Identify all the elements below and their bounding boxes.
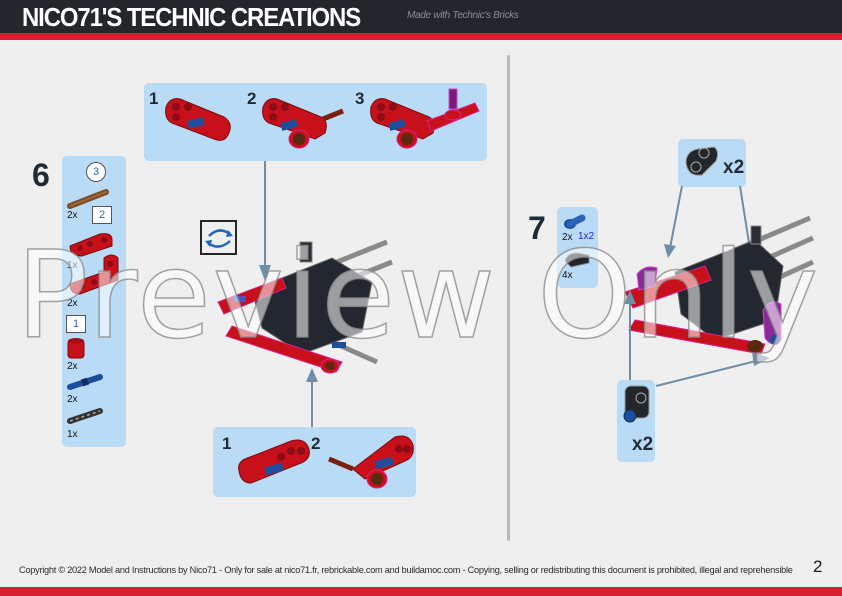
step7-callout-top: x2: [678, 139, 746, 187]
part-qty: 4x: [562, 270, 573, 281]
blue-axle-pin-icon: [67, 374, 103, 390]
part-size-label: 1x2: [578, 231, 595, 242]
step7-callout-bottom: x2: [617, 380, 655, 462]
substep-1-liftarm-icon: [238, 439, 310, 484]
brown-axle-pin-icon: [67, 189, 109, 209]
page-number: 2: [813, 557, 823, 576]
substep-number: 2: [247, 89, 257, 108]
black-axle-pin-connector-icon: [685, 146, 719, 176]
substep-number: 1: [149, 89, 159, 108]
brand-tagline: Made with Technic's Bricks: [407, 10, 519, 21]
red-liftarm-icon: [69, 233, 113, 257]
part-qty: 1x: [67, 429, 78, 440]
substep-number: 2: [311, 434, 321, 453]
page-header: NICO71'S TECHNIC CREATIONS Made with Tec…: [0, 0, 842, 33]
substep-number: 3: [355, 89, 365, 108]
step-divider: [507, 55, 510, 541]
black-pin-connector-icon: [623, 385, 650, 423]
part-count-badge: 3: [86, 162, 106, 182]
step6-parts-list: 3 2x 2 1x 2x 1 2x 2x 1x: [62, 156, 126, 447]
callout-qty: x2: [723, 157, 745, 178]
step7-parts-list: 2x 1x2 4x: [557, 207, 598, 288]
rotate-model-icon: [200, 220, 237, 255]
step6-main-model-icon: [217, 239, 393, 374]
substep-2-assembly-icon: [262, 98, 344, 149]
red-connector-icon: [67, 338, 85, 359]
arrow-up-icon: [306, 368, 318, 428]
black-connector-icon: [564, 252, 590, 268]
step7-main-model-icon: [624, 215, 815, 355]
arrow-down-icon: [259, 161, 271, 281]
step-number-7: 7: [528, 210, 546, 246]
step6-subassembly-bottom: 1 2: [213, 427, 416, 497]
part-qty: 1x: [67, 260, 78, 271]
step-number-6: 6: [32, 157, 50, 193]
copyright-notice: Copyright © 2022 Model and Instructions …: [19, 565, 793, 575]
callout-arrows-icon: [624, 290, 770, 387]
part-qty: 2x: [67, 394, 78, 405]
callout-qty: x2: [632, 434, 654, 455]
red-L-liftarm-icon: [69, 254, 119, 295]
substep-2-assembly-icon: [328, 435, 414, 489]
part-qty: 2x: [67, 361, 78, 372]
part-qty: 2x: [67, 298, 78, 309]
part-qty: 2x: [67, 210, 78, 221]
step6-subassembly-top: 1 2 3: [144, 83, 487, 161]
part-count-badge: 1: [66, 315, 86, 333]
substep-number: 1: [222, 434, 232, 453]
header-accent-bar: [0, 33, 842, 40]
blue-pin-axle-icon: [564, 214, 586, 229]
footer-accent-bar: [0, 587, 842, 596]
brand-title: NICO71'S TECHNIC CREATIONS: [22, 2, 361, 32]
part-qty: 2x: [562, 232, 573, 243]
black-pin-icon: [67, 408, 103, 424]
part-count-badge: 2: [92, 206, 112, 224]
substep-3-assembly-icon: [370, 88, 480, 149]
substep-1-liftarm-icon: [165, 98, 231, 141]
